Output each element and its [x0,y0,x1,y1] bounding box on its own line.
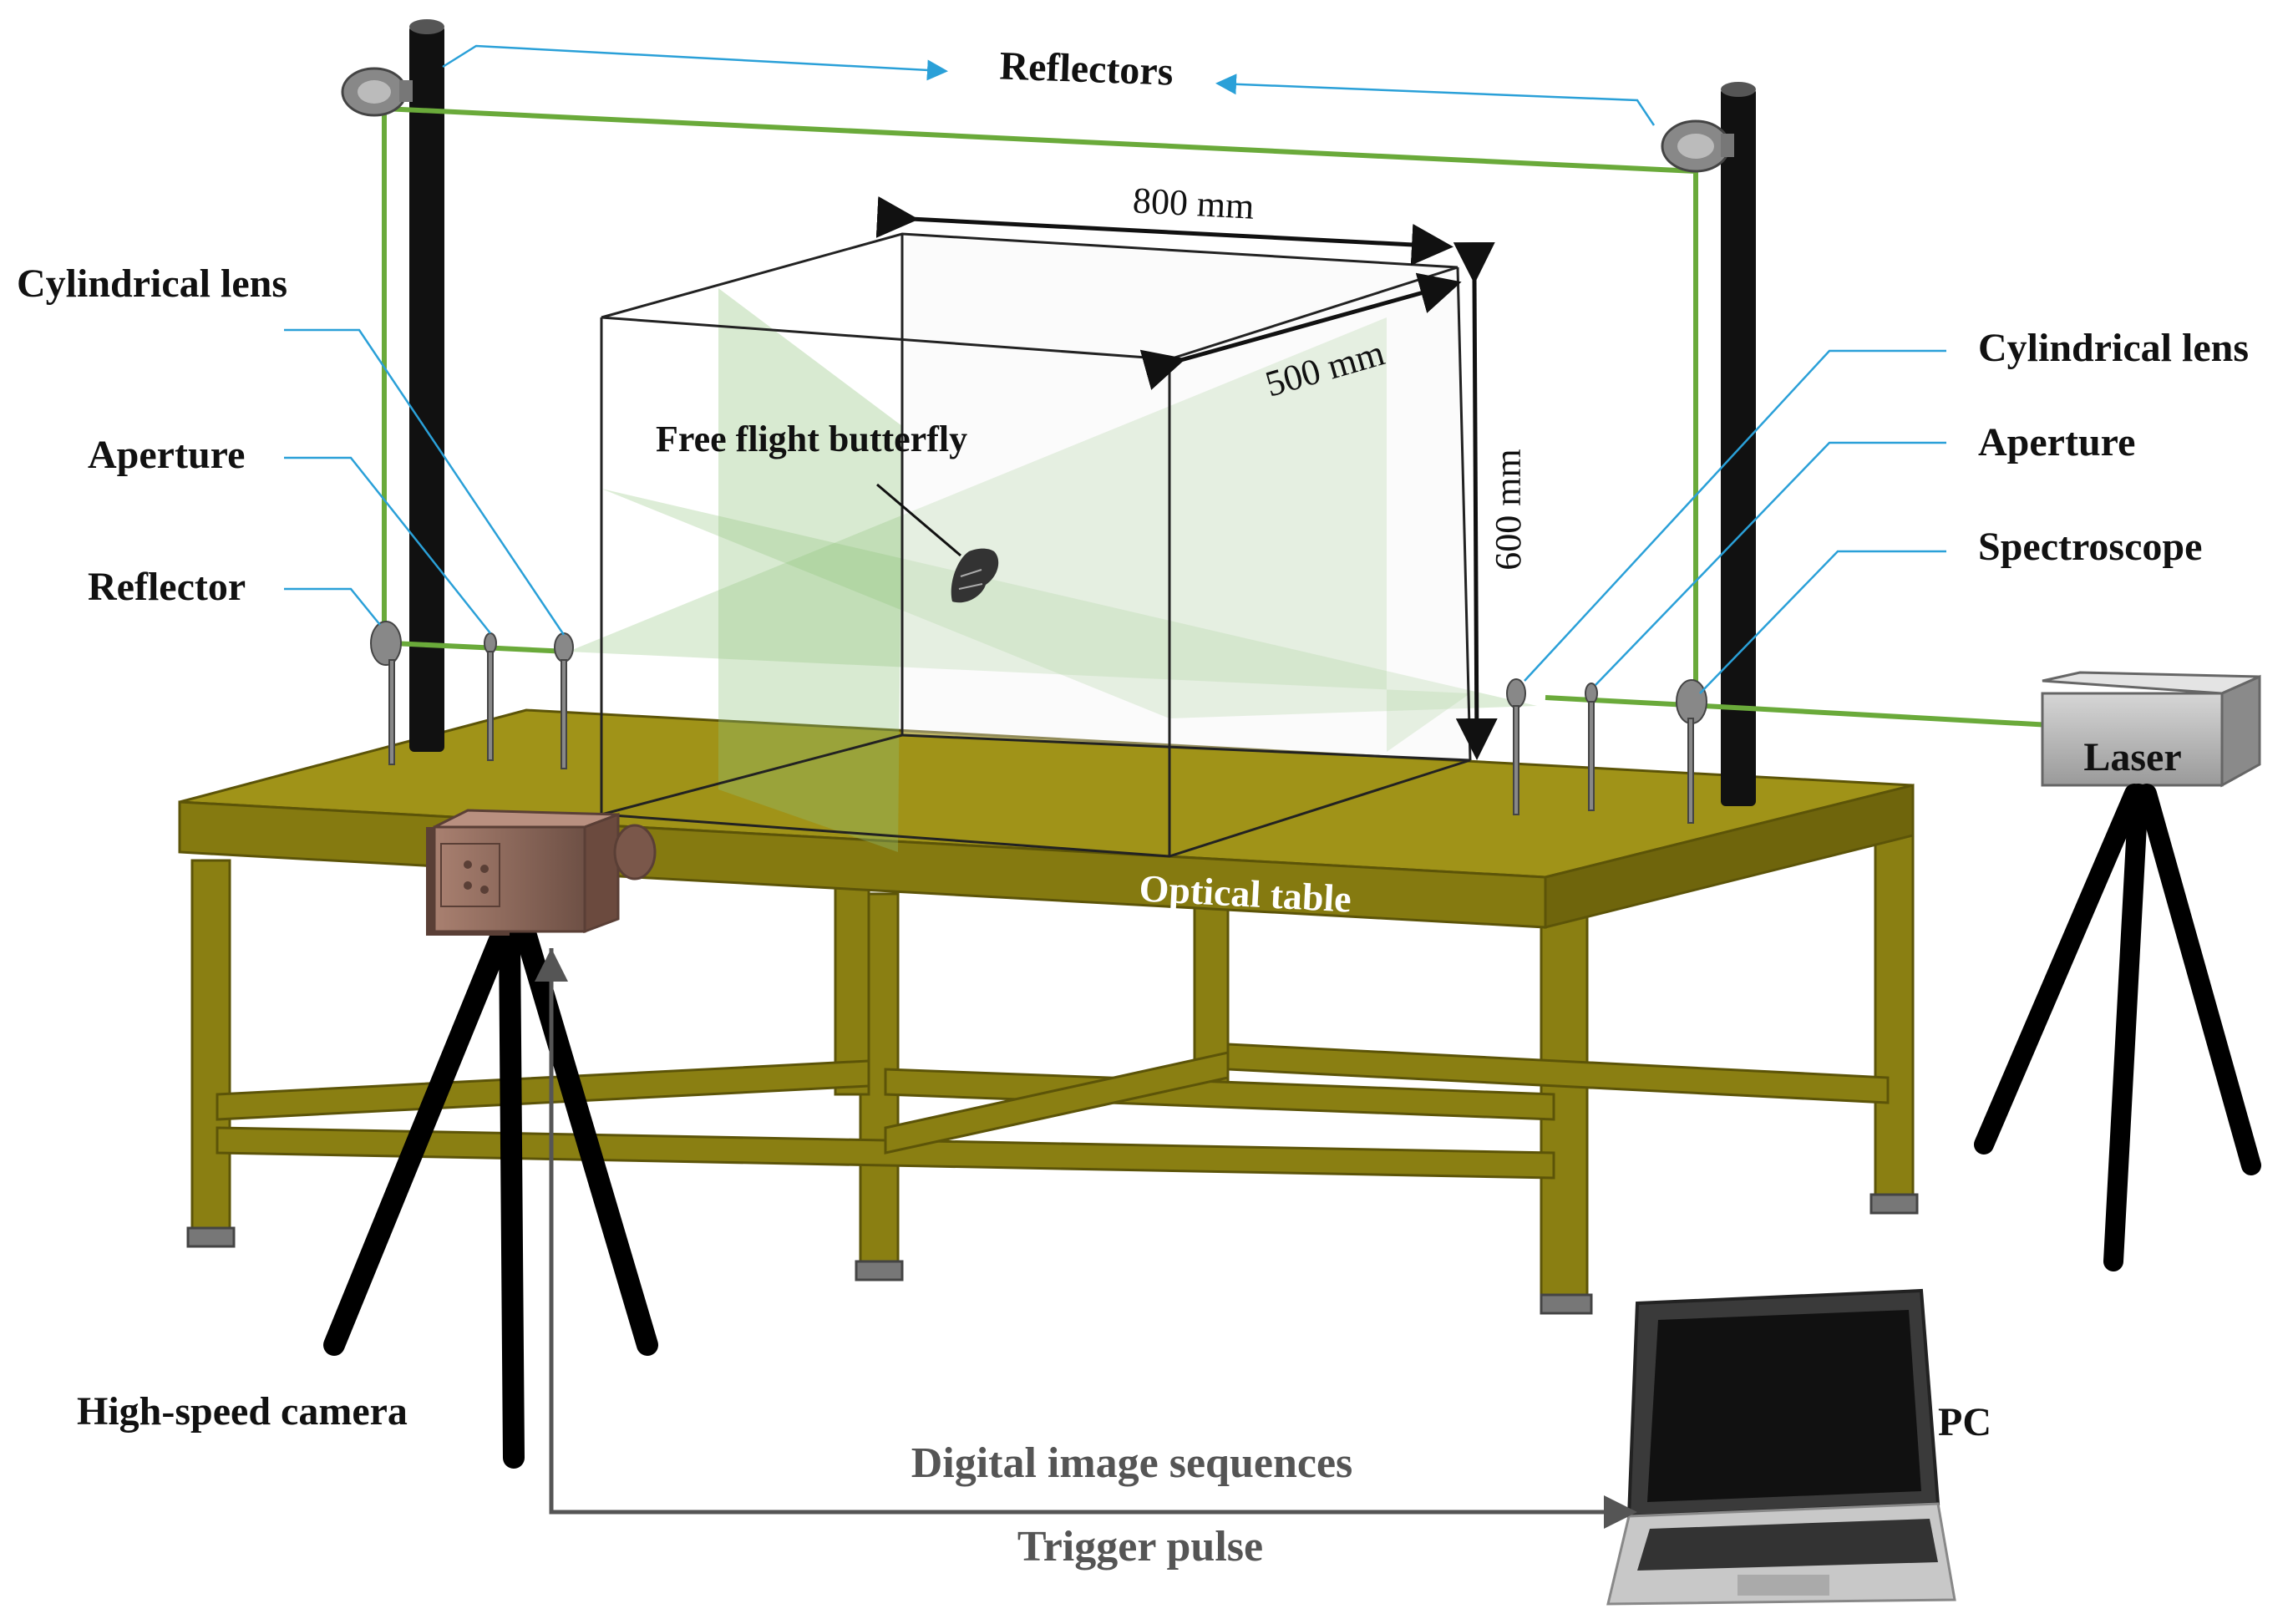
cylindrical-lens-right-label: Cylindrical lens [1978,326,2249,370]
aperture-right-label: Aperture [1978,420,2135,464]
camera-label: High-speed camera [77,1389,408,1434]
laser-label: Laser [2083,735,2181,779]
leader-lines [284,44,1946,694]
horizontal-light-sheet-right [601,489,1537,718]
laser-icon [1974,671,2261,1271]
pc-laptop-icon [1606,1288,1956,1606]
table-optics [370,621,1707,824]
dimension-height: 600 mm [1488,449,1529,570]
vertical-light-sheet [718,288,902,852]
image-sequences-label: Digital image sequences [911,1439,1353,1487]
dimension-arrows [875,195,1498,760]
left-post [409,25,444,752]
pc-label: PC [1938,1400,1991,1444]
camera-icon [323,809,658,1469]
reflector-icon-top-left [341,67,413,117]
reflectors-label: Reflectors [999,43,1174,94]
trigger-pulse-label: Trigger pulse [1017,1523,1263,1571]
right-post [1721,88,1756,806]
reflector-icon-top-right [1661,119,1734,173]
reflector-left-label: Reflector [88,565,246,609]
dimension-length: 800 mm [1132,180,1256,227]
posts [409,19,1756,806]
spectroscope-label: Spectroscope [1978,525,2202,569]
signal-lines [535,948,1637,1529]
cylindrical-lens-left-label: Cylindrical lens [17,261,287,306]
aperture-left-label: Aperture [88,433,245,477]
butterfly-label: Free flight butterfly [656,419,967,459]
butterfly-icon [876,483,999,603]
horizontal-light-sheet-left [568,317,1470,752]
